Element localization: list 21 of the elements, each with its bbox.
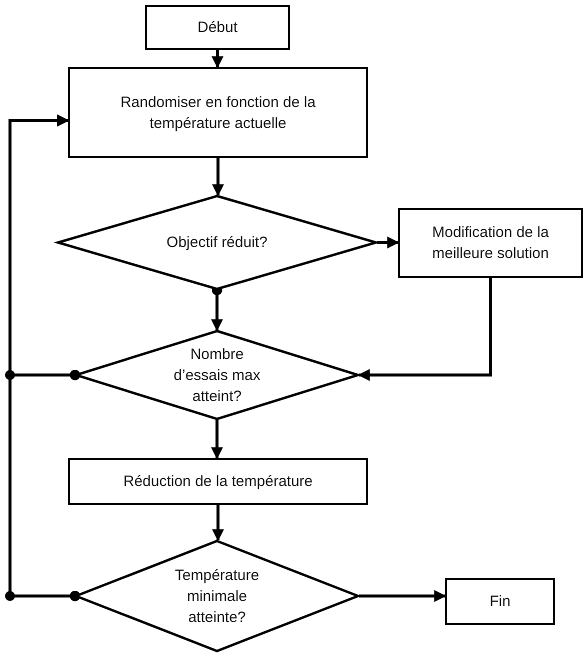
process-box (68, 458, 368, 505)
arrow (358, 278, 492, 381)
node-label: Début (197, 18, 238, 38)
arrow (8, 114, 80, 602)
node-label: Température minimale atteinte? (174, 566, 260, 628)
arrow (377, 236, 400, 248)
process-box (445, 578, 555, 625)
arrow (359, 590, 446, 602)
arrow (212, 50, 224, 68)
process-box (398, 208, 583, 278)
node-label: Nombre d’essais max atteint? (172, 344, 262, 406)
process-box (145, 5, 290, 50)
node-label: Modification de la meilleure solution (431, 223, 550, 264)
arrow (211, 420, 223, 460)
node-label: Randomiser en fonction de la température actuelle (119, 92, 317, 134)
arrow (212, 505, 224, 542)
node-label: Réduction de la température (123, 472, 313, 492)
node-label: Objectif réduit? (166, 233, 268, 253)
arrow (212, 158, 224, 196)
node-label: Fin (490, 592, 510, 612)
process-box (68, 67, 368, 158)
